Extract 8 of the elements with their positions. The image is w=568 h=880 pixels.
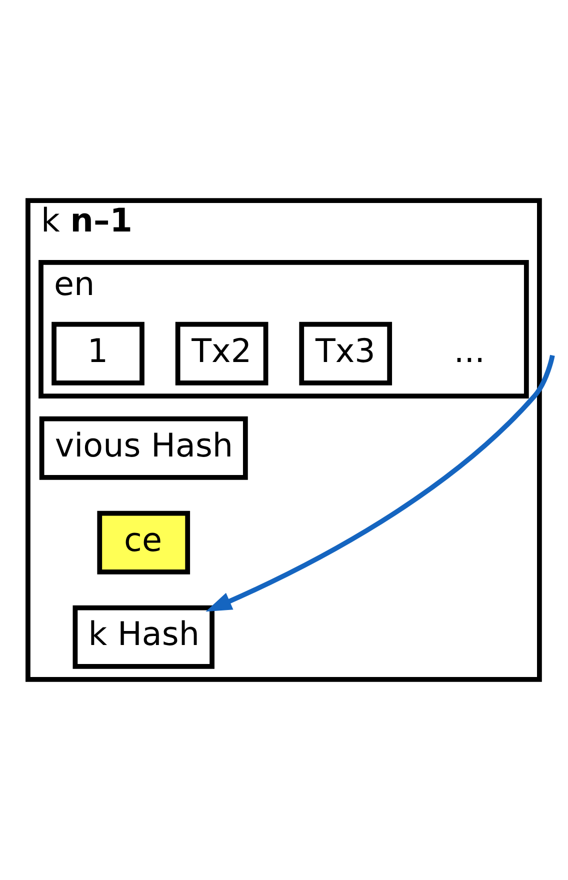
arrow [206, 354, 555, 612]
node-box: ce [97, 510, 190, 574]
node-box: vious Hash [39, 416, 248, 480]
label: ... [454, 332, 485, 370]
node-box: Tx3 [299, 322, 392, 386]
node-box: 1 [52, 322, 144, 386]
node-box: Tx2 [175, 322, 268, 386]
node-box: k Hash [72, 605, 214, 669]
